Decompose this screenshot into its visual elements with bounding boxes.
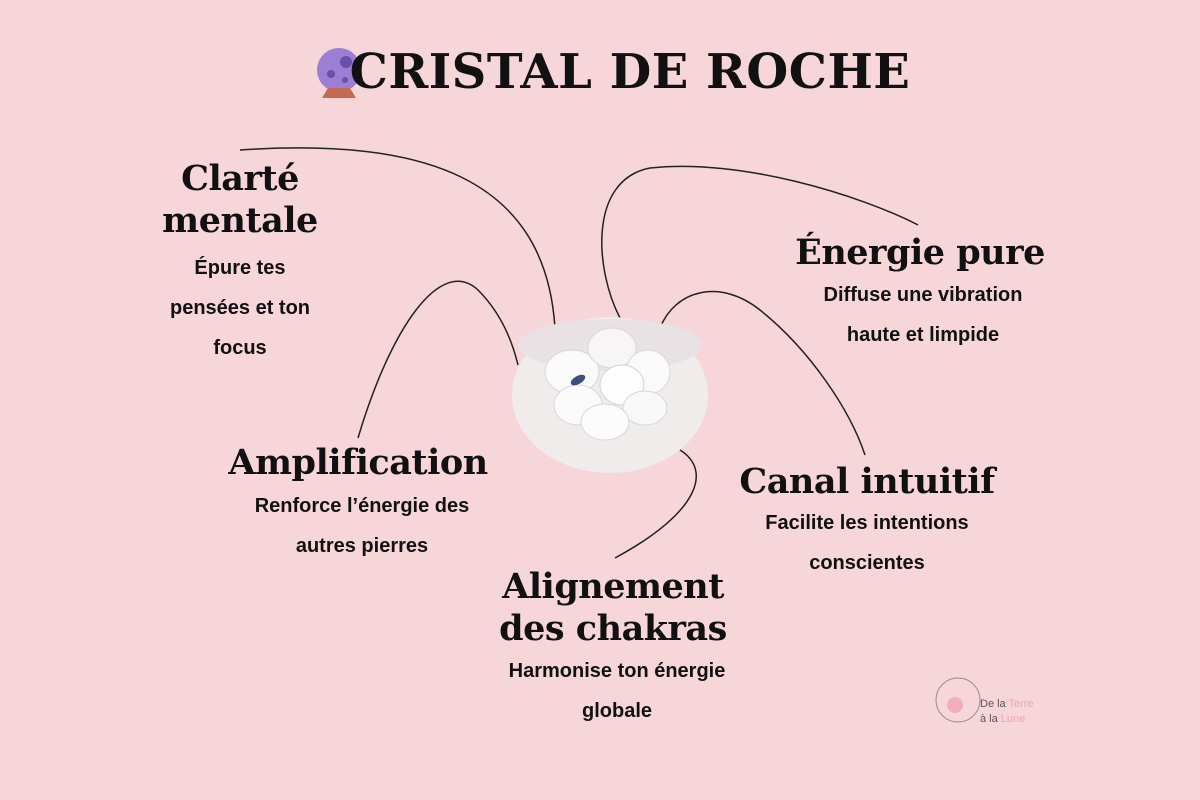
connector-canal — [659, 290, 866, 456]
svg-text:à la Lune: à la Lune — [980, 713, 1025, 725]
item-title-energie: Énergie pure — [795, 232, 1045, 273]
connector-energie — [601, 165, 919, 319]
item-title-amplification: Amplification — [228, 442, 488, 483]
crystal-bowl-image — [512, 317, 708, 473]
page-title: CRISTAL DE ROCHE — [349, 44, 911, 100]
item-title-canal: Canal intuitif — [739, 461, 995, 502]
connector-amplification — [357, 280, 519, 439]
crystal-ball-icon — [317, 48, 361, 98]
connector-alignement — [614, 449, 697, 559]
logo-image: De la Terre à la Lune — [935, 677, 1034, 725]
svg-text:De la Terre: De la Terre — [980, 698, 1034, 710]
connector-clarte — [239, 147, 556, 329]
